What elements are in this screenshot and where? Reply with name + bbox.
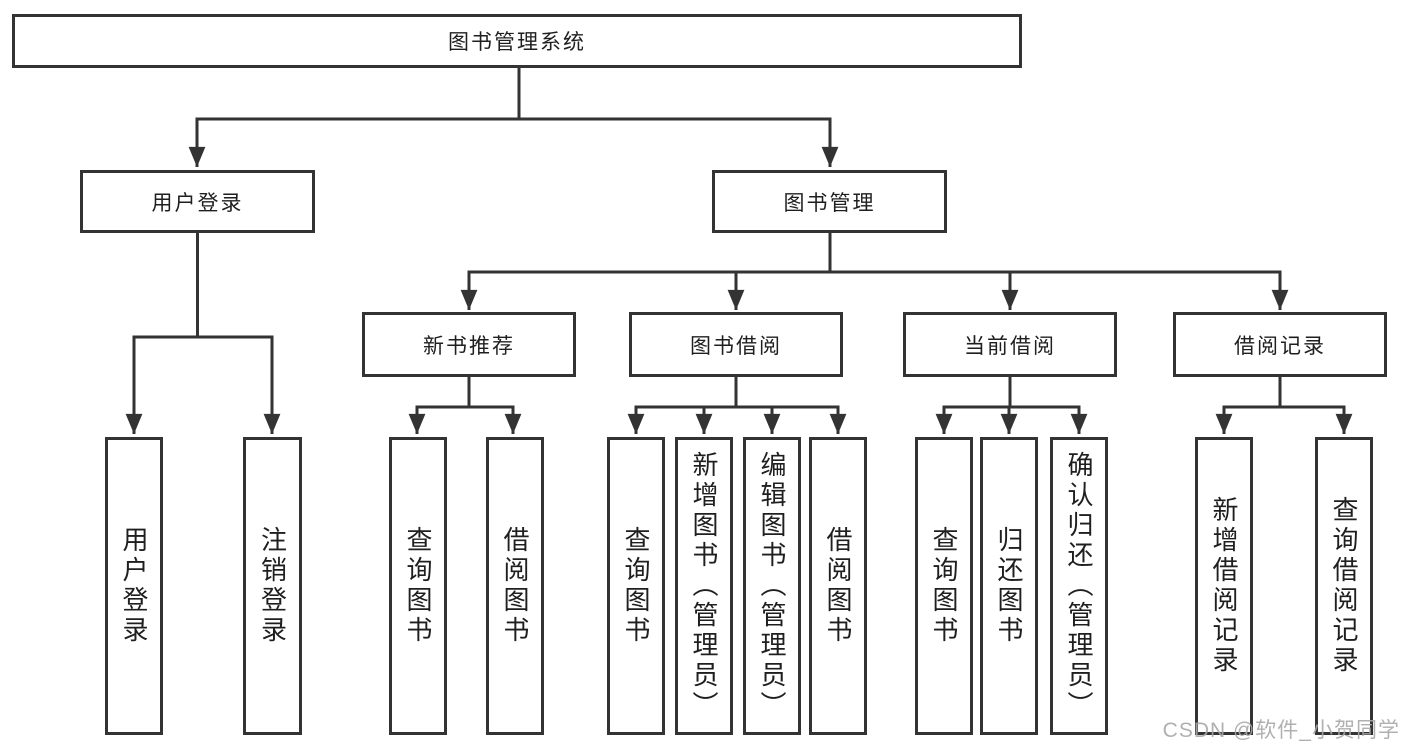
node-label: 查询图书 — [929, 526, 959, 646]
node-book-borrowing: 图书借阅 — [629, 312, 843, 377]
node-label: 当前借阅 — [964, 334, 1056, 358]
node-new-book-recommend: 新书推荐 — [362, 312, 576, 377]
node-user-login-leaf: 用户登录 — [105, 437, 163, 735]
edge-borrow-records-branch — [1215, 377, 1353, 435]
node-label: 查询图书 — [403, 526, 433, 646]
node-library-system: 图书管理系统 — [12, 14, 1022, 68]
edge-book-management-branch — [460, 233, 1289, 311]
node-label: 图书管理系统 — [448, 31, 586, 54]
node-borrow-books-borrowing: 借阅图书 — [809, 437, 867, 735]
node-label: 新增借阅记录 — [1209, 496, 1239, 676]
node-add-borrow-record: 新增借阅记录 — [1195, 437, 1253, 735]
node-label: 编辑图书（管理员） — [757, 451, 787, 721]
node-add-books-admin: 新增图书（管理员） — [675, 437, 733, 735]
node-borrow-records: 借阅记录 — [1173, 312, 1387, 377]
edge-root-to-level1 — [188, 67, 839, 167]
node-label: 注销登录 — [257, 526, 288, 646]
node-query-books-recommend: 查询图书 — [389, 437, 447, 735]
node-edit-books-admin: 编辑图书（管理员） — [743, 437, 801, 735]
node-label: 图书借阅 — [690, 334, 782, 358]
edge-new-books-branch — [408, 377, 522, 435]
node-return-books: 归还图书 — [980, 437, 1038, 735]
node-book-management: 图书管理 — [712, 170, 947, 233]
node-label: 归还图书 — [994, 526, 1024, 646]
edge-user-login-branch — [125, 233, 281, 435]
node-query-books-current: 查询图书 — [915, 437, 973, 735]
node-label: 用户登录 — [119, 526, 149, 646]
node-borrow-books-recommend: 借阅图书 — [486, 437, 544, 735]
node-label: 借阅图书 — [823, 526, 853, 646]
node-query-borrow-record: 查询借阅记录 — [1315, 437, 1373, 735]
node-label: 确认归还（管理员） — [1064, 451, 1094, 721]
edge-current-borrowing-branch — [935, 377, 1088, 435]
node-label: 用户登录 — [151, 191, 244, 215]
node-logout: 注销登录 — [243, 437, 302, 735]
node-label: 图书管理 — [783, 191, 876, 215]
node-current-borrowing: 当前借阅 — [903, 312, 1117, 377]
node-label: 查询图书 — [621, 526, 651, 646]
node-user-login: 用户登录 — [80, 170, 315, 233]
node-label: 查询借阅记录 — [1329, 496, 1359, 676]
csdn-watermark: CSDN @软件_小贺同学 — [1162, 719, 1400, 742]
edge-book-borrowing-branch — [627, 377, 847, 435]
node-label: 借阅图书 — [500, 526, 530, 646]
node-label: 新增图书（管理员） — [689, 451, 719, 721]
node-label: 借阅记录 — [1234, 334, 1326, 358]
node-confirm-return-admin: 确认归还（管理员） — [1050, 437, 1108, 735]
node-query-books-borrowing: 查询图书 — [607, 437, 665, 735]
node-label: 新书推荐 — [423, 334, 515, 358]
